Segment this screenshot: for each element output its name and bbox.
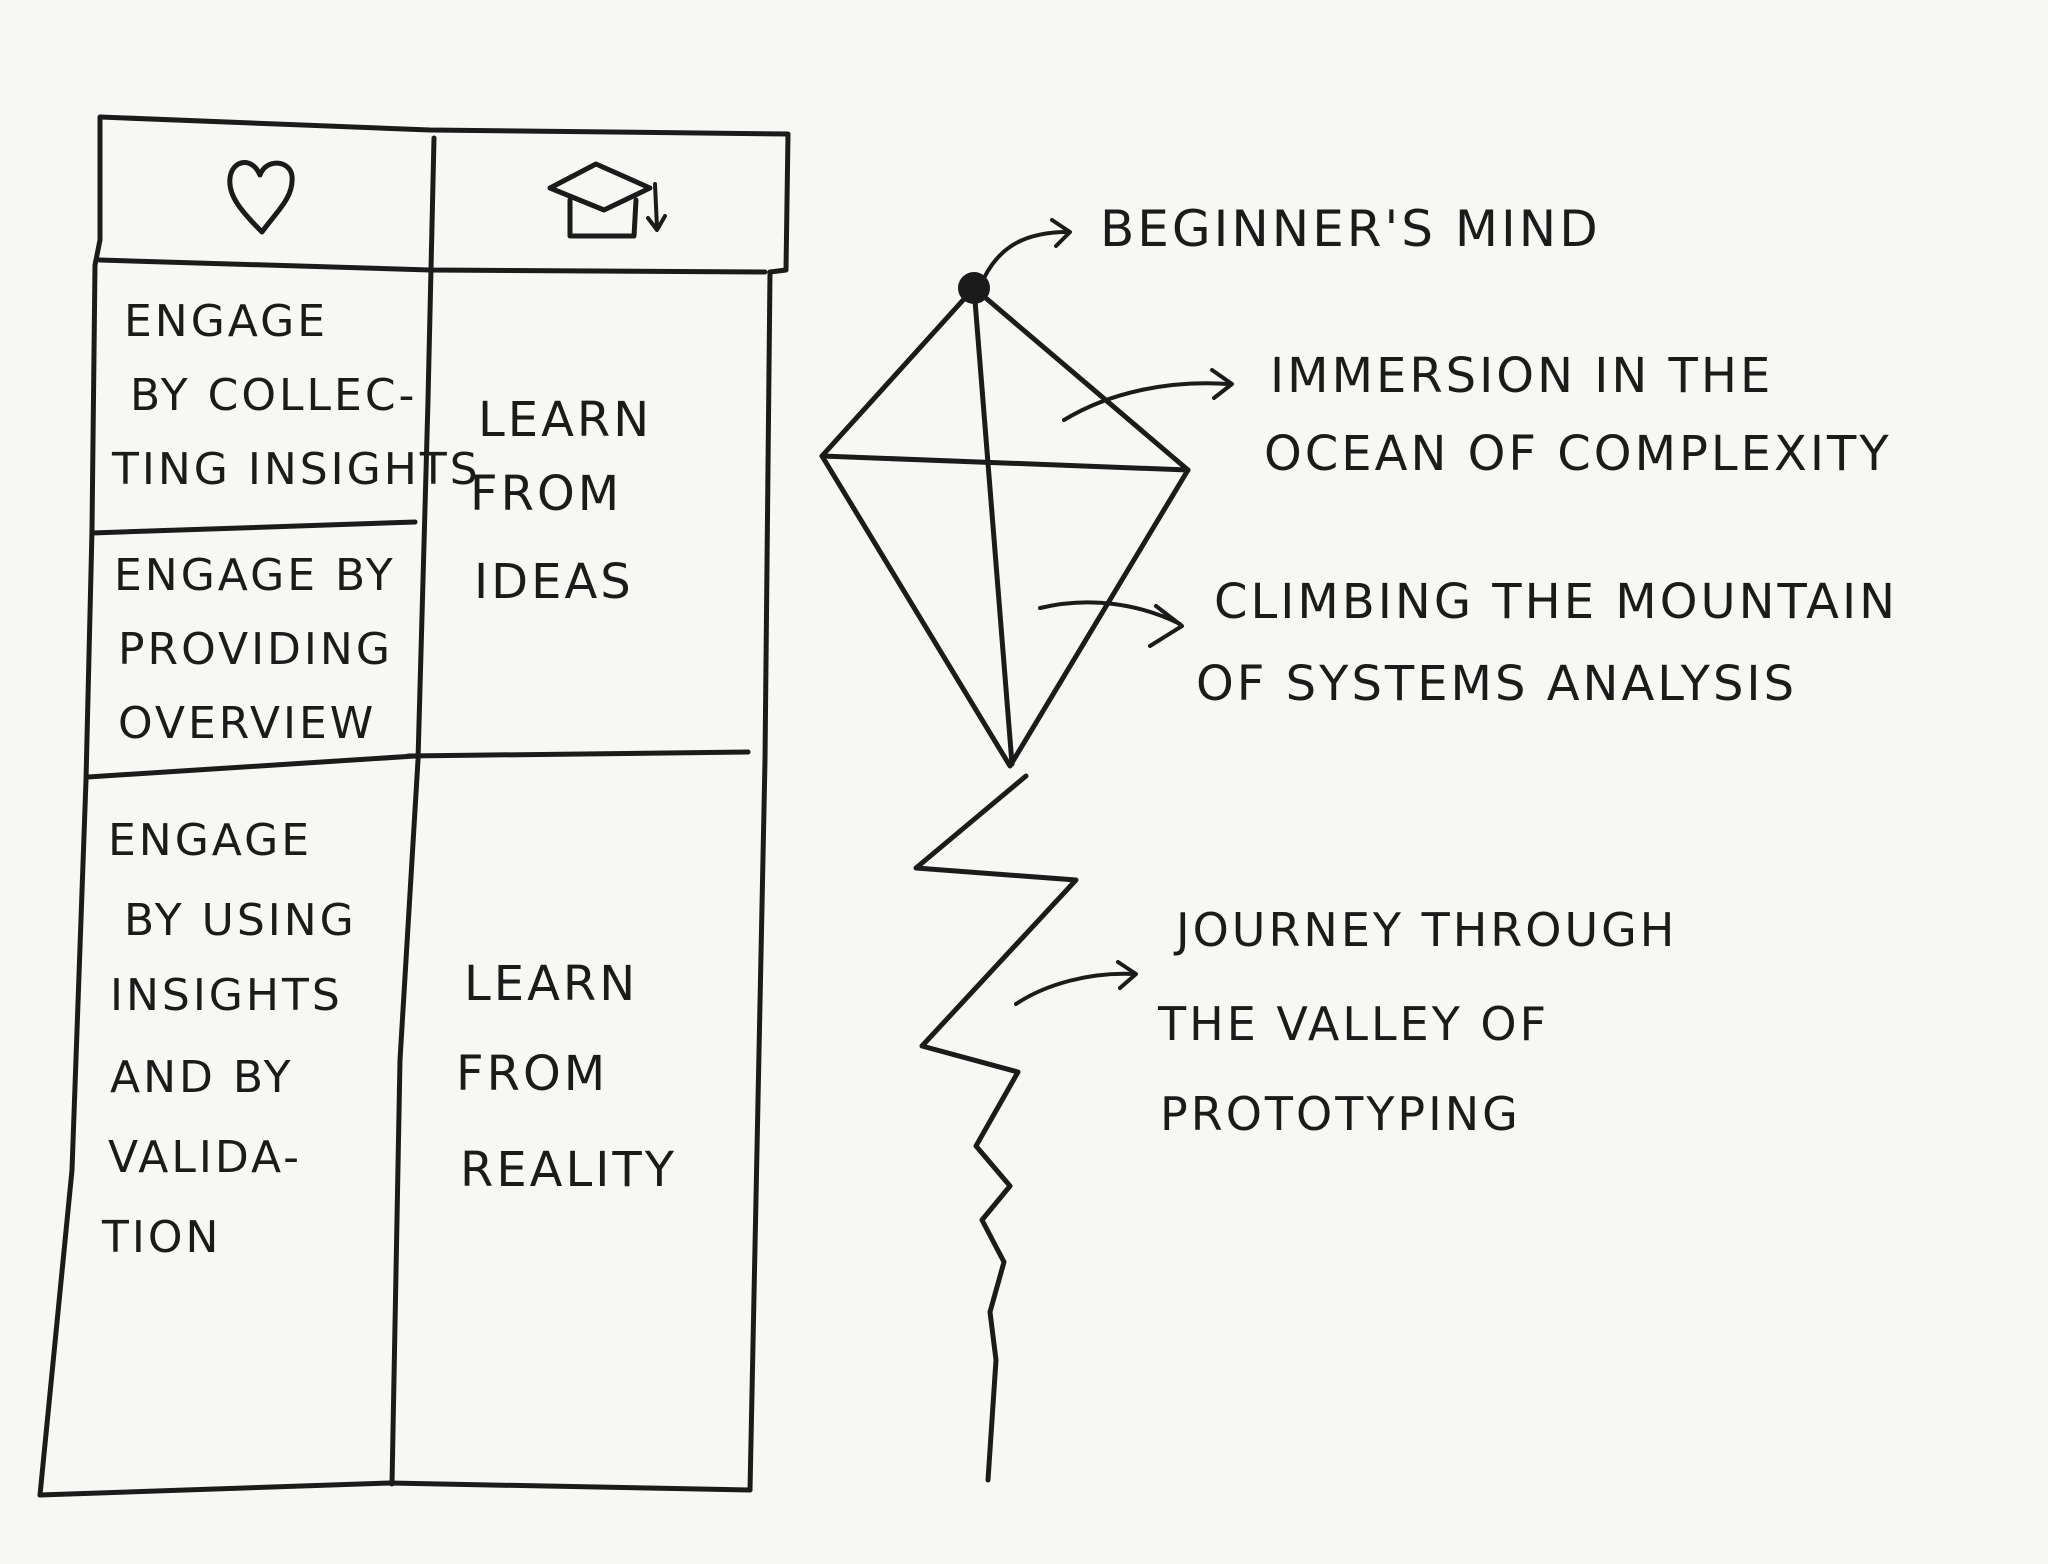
arrow-immersion bbox=[1062, 368, 1234, 422]
label-immersion: IMMERSION IN THE OCEAN OF COMPLEXITY bbox=[1264, 348, 1892, 482]
label-climbing-line-1: CLIMBING THE MOUNTAIN bbox=[1214, 574, 1898, 630]
left-cell-3-line-3: INSIGHTS bbox=[110, 970, 343, 1021]
label-climbing: CLIMBING THE MOUNTAIN OF SYSTEMS ANALYSI… bbox=[1196, 574, 1898, 712]
right-cell-2: LEARN FROM REALITY bbox=[456, 956, 677, 1198]
left-cell-3-line-4: AND BY bbox=[110, 1052, 294, 1103]
right-cell-1-line-3: IDEAS bbox=[474, 554, 634, 610]
arrow-journey bbox=[1014, 960, 1138, 1006]
table-frame bbox=[37, 114, 791, 1498]
arrow-beginners-mind bbox=[982, 218, 1072, 280]
left-cell-3: ENGAGE BY USING INSIGHTS AND BY VALIDA- … bbox=[101, 815, 357, 1263]
left-cell-1-line-2: BY COLLEC- bbox=[130, 370, 417, 421]
arrow-climbing bbox=[1038, 600, 1184, 648]
kite bbox=[819, 272, 1191, 1483]
label-beginners-mind-line-1: BEGINNER'S MIND bbox=[1100, 200, 1601, 258]
label-immersion-line-1: IMMERSION IN THE bbox=[1270, 348, 1773, 404]
left-cell-2: ENGAGE BY PROVIDING OVERVIEW bbox=[114, 550, 396, 749]
right-cell-1-line-1: LEARN bbox=[478, 392, 652, 448]
heart-icon bbox=[227, 160, 295, 235]
left-cell-2-line-3: OVERVIEW bbox=[118, 698, 376, 749]
left-cell-3-line-2: BY USING bbox=[124, 895, 357, 946]
left-cell-2-line-1: ENGAGE BY bbox=[114, 550, 396, 601]
graduation-cap-icon bbox=[547, 161, 667, 239]
label-journey-line-2: THE VALLEY OF bbox=[1157, 997, 1549, 1051]
right-cell-2-line-2: FROM bbox=[456, 1046, 608, 1102]
right-cell-1-line-2: FROM bbox=[470, 466, 622, 522]
label-beginners-mind: BEGINNER'S MIND bbox=[1100, 200, 1601, 258]
label-journey: JOURNEY THROUGH THE VALLEY OF PROTOTYPIN… bbox=[1157, 903, 1677, 1141]
label-immersion-line-2: OCEAN OF COMPLEXITY bbox=[1264, 426, 1892, 482]
right-cell-1: LEARN FROM IDEAS bbox=[470, 392, 652, 610]
left-cell-2-line-2: PROVIDING bbox=[118, 624, 393, 675]
left-cell-1-line-3: TING INSIGHTS bbox=[111, 444, 481, 495]
left-cell-3-line-1: ENGAGE bbox=[108, 815, 312, 866]
left-cell-3-line-5: VALIDA- bbox=[108, 1132, 302, 1183]
label-journey-line-1: JOURNEY THROUGH bbox=[1173, 903, 1677, 957]
right-cell-2-line-3: REALITY bbox=[460, 1142, 677, 1198]
label-climbing-line-2: OF SYSTEMS ANALYSIS bbox=[1196, 656, 1797, 712]
left-cell-1: ENGAGE BY COLLEC- TING INSIGHTS bbox=[111, 296, 481, 495]
right-cell-2-line-1: LEARN bbox=[464, 956, 638, 1012]
left-cell-1-line-1: ENGAGE bbox=[124, 296, 328, 347]
label-journey-line-3: PROTOTYPING bbox=[1160, 1087, 1521, 1141]
left-cell-3-line-6: TION bbox=[101, 1212, 221, 1263]
